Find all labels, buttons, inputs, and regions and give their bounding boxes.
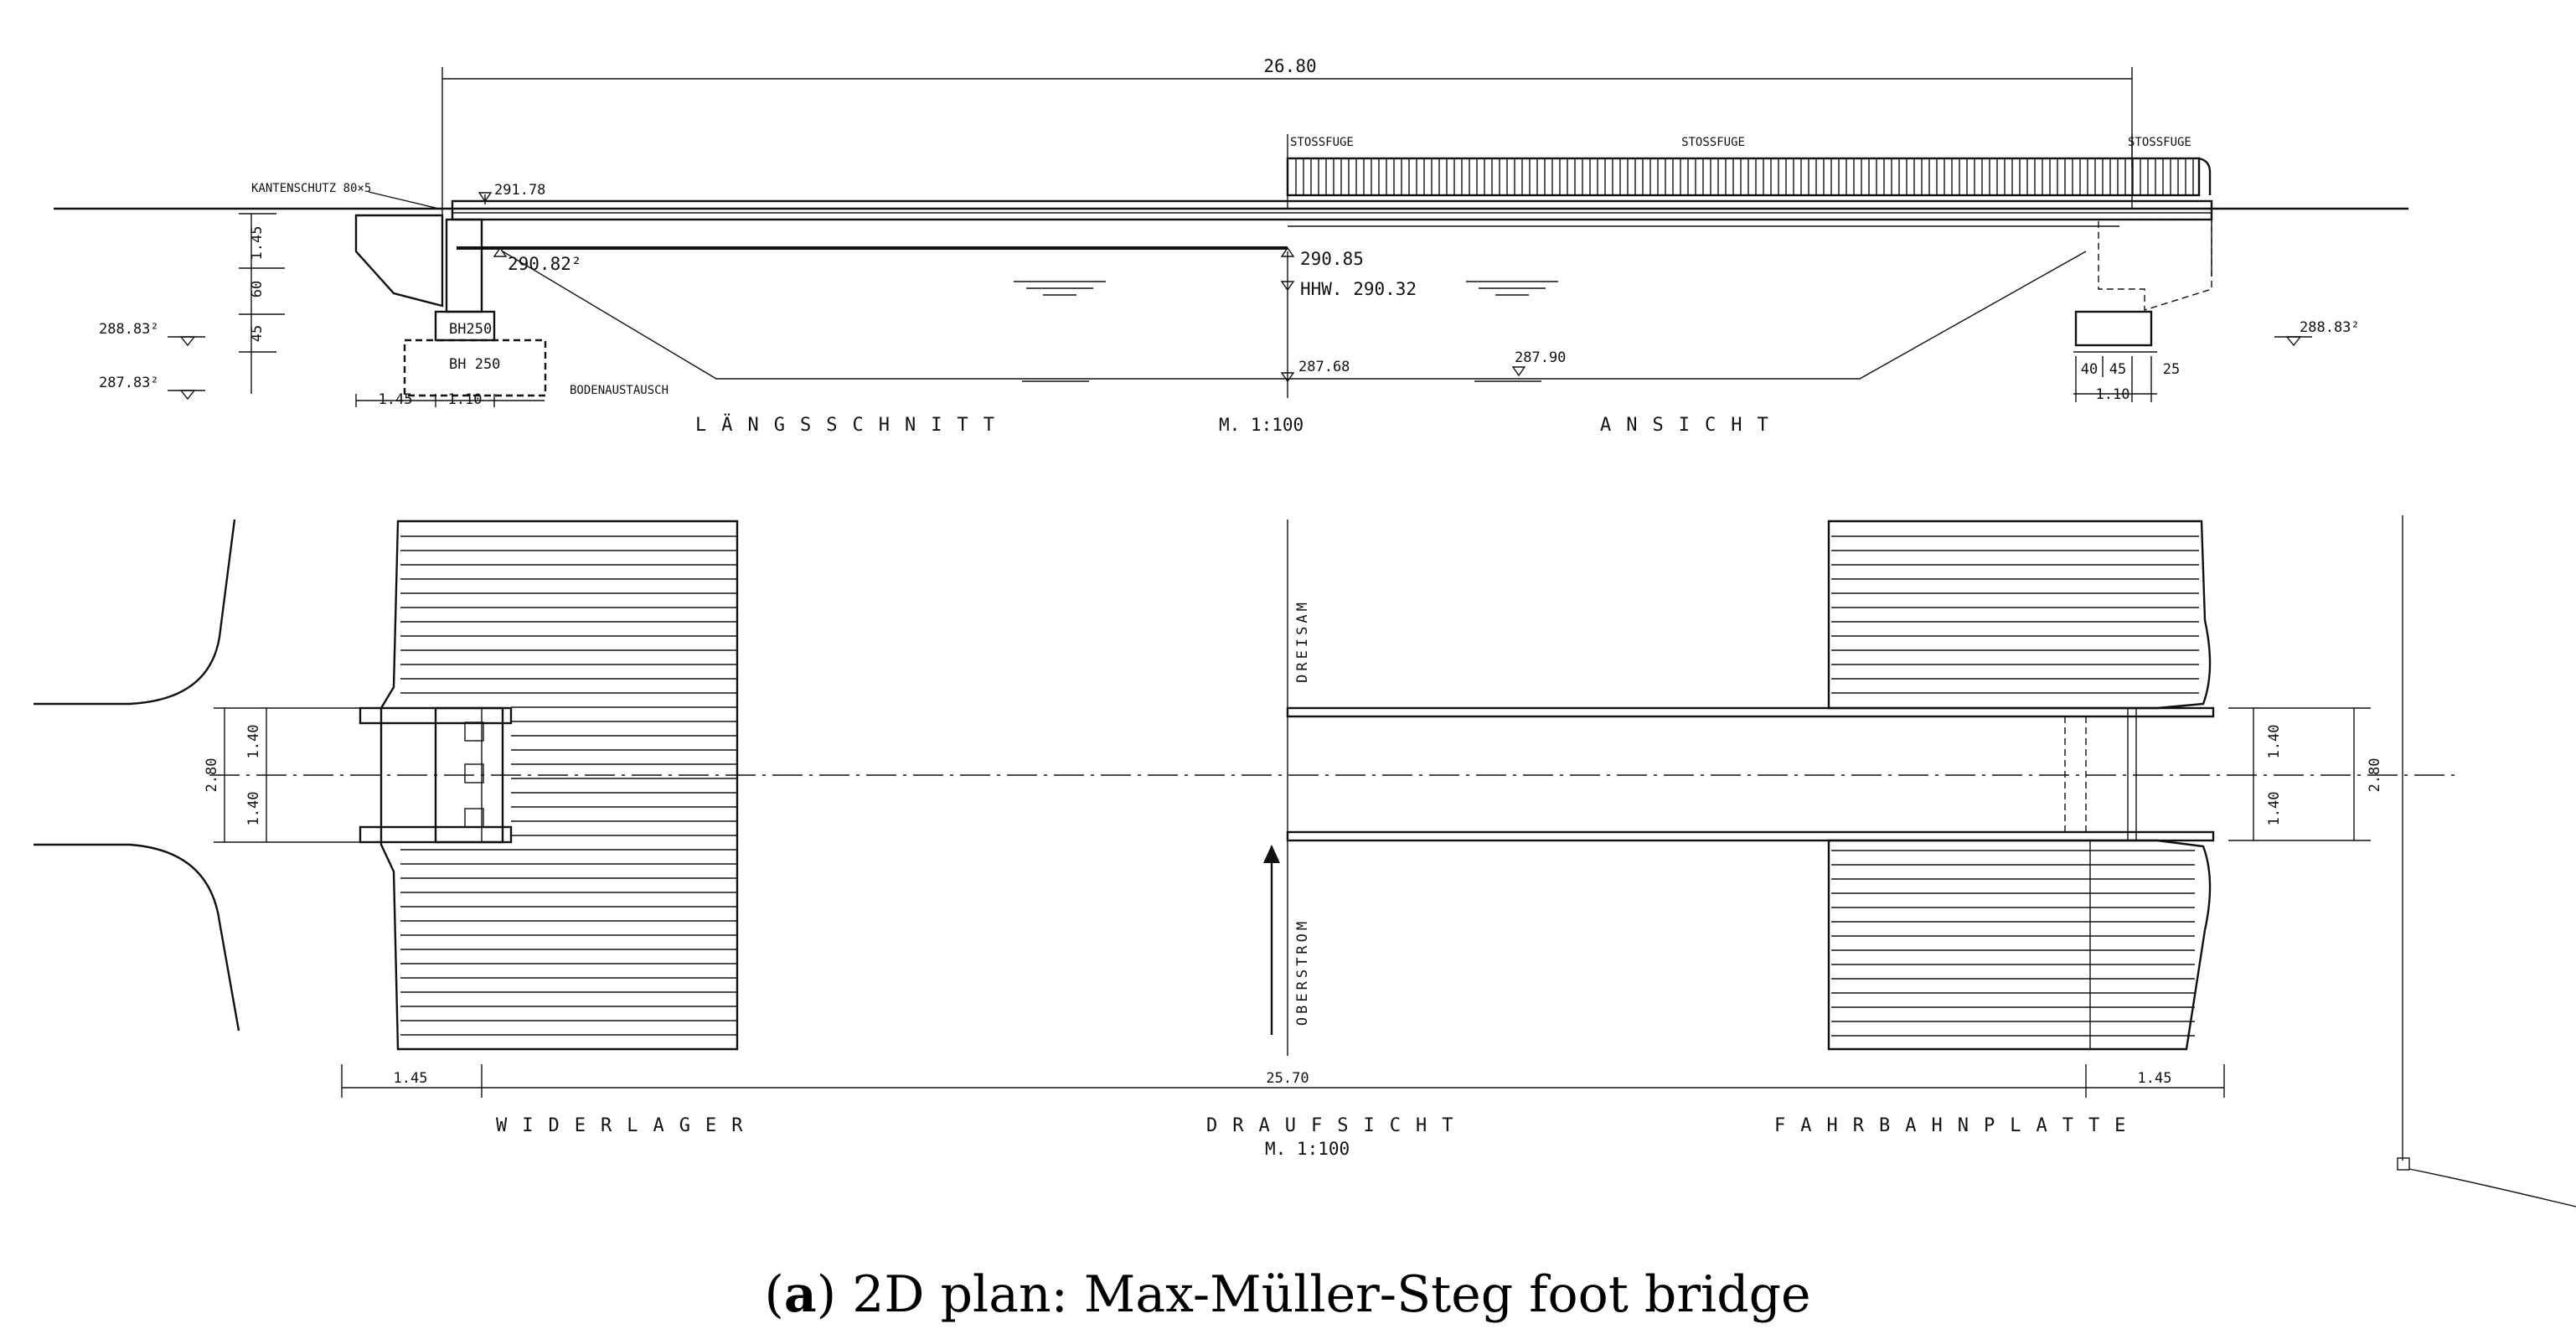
stossfuge-mid-label: STOSSFUGE (1681, 136, 1745, 149)
railing-posts (1295, 158, 2194, 195)
caption-prefix: ( (764, 1265, 783, 1324)
elev-bearing-label: 290.82² (508, 254, 582, 274)
frame-corner-mark (2397, 1157, 2410, 1171)
riverbed2-label: 287.90 (1515, 349, 1566, 366)
widerlager-title: WIDERLAGER (496, 1115, 757, 1136)
left-half-top-label: 1.40 (245, 725, 262, 759)
right-width-total-label: 2.80 (2367, 758, 2383, 793)
hhw-triangle (1280, 281, 1295, 292)
plan-abut-right-label: 1.45 (2138, 1070, 2172, 1087)
river-channel (502, 251, 2087, 380)
plan-abut-left-label: 1.45 (394, 1070, 428, 1087)
dim-40-label: 40 (2081, 361, 2098, 378)
bearing-height-label: 1.45 (249, 226, 266, 261)
caption-letter: a (784, 1265, 817, 1324)
underside-triangle (1280, 246, 1295, 257)
water-symbol-left (1014, 281, 1106, 296)
right-abutment-hidden (2098, 219, 2212, 311)
bearing-plate-2 (464, 763, 484, 783)
abut-left-b-label: 1.10 (448, 391, 483, 408)
deck-slab (451, 199, 2213, 221)
bearing-plate-1 (464, 721, 484, 742)
left-outer-elev-1-tri (179, 336, 196, 347)
riverbed2-triangle (1511, 366, 1526, 377)
left-outer-elev-1-label: 288.83² (99, 321, 159, 338)
scale-bottom-label: M. 1:100 (1265, 1139, 1350, 1159)
road-curve-bottom (34, 843, 240, 1032)
dim-45-label: 45 (249, 325, 266, 342)
oberstrom-label: OBERSTROM (1294, 918, 1311, 1026)
plan-span-label: 25.70 (1266, 1070, 1309, 1087)
span-total-label: 26.80 (1263, 56, 1316, 76)
right-outer-elev-tri (2285, 336, 2302, 347)
dim-25-label: 25 (2163, 361, 2180, 378)
bearing-plate-3 (464, 808, 484, 828)
kantenschutz-label: KANTENSCHUTZ 80×5 (251, 182, 371, 195)
left-footing-lower (403, 339, 547, 397)
left-half-bottom-label: 1.40 (245, 792, 262, 826)
left-embankment-hatch (400, 535, 737, 1036)
left-outer-elev-2-label: 287.83² (99, 375, 159, 391)
dim-60-label: 60 (249, 281, 266, 297)
elev-top-triangle (478, 192, 493, 203)
water-symbol-right (1466, 281, 1558, 296)
elevation-view: 26.80 STOSSFUGE STOSSFUGE STOSSFUGE BH25… (54, 56, 2408, 436)
deck-plan-top-edge (1286, 706, 2215, 718)
dim-140r-label: 1.10 (2096, 386, 2130, 403)
right-embankment-hatch (1831, 535, 2199, 1037)
riverbed-label: 287.68 (1298, 359, 1350, 375)
right-embankment-top (1827, 520, 2212, 710)
hhw-label: HHW. 290.32 (1300, 279, 1417, 299)
abut-left-a-label: 1.45 (379, 391, 413, 408)
kantenschutz-leader (368, 191, 443, 210)
flow-arrow-icon (1263, 845, 1280, 863)
left-embankment (379, 520, 739, 1051)
stossfuge-right-label: STOSSFUGE (2128, 136, 2191, 149)
draufsicht-title: DRAUFSICHT (1206, 1115, 1468, 1136)
right-half-top-label: 1.40 (2266, 725, 2283, 759)
right-footing (2074, 310, 2153, 347)
deck-plan-bottom-edge (1286, 830, 2215, 842)
laengsschnitt-title: LÄNGSSCHNITT (695, 414, 1009, 436)
elev-top-label: 291.78 (494, 182, 545, 199)
underside-elev-label: 290.85 (1300, 249, 1364, 269)
figure-caption: (a) 2D plan: Max-Müller-Steg foot bridge (764, 1265, 1810, 1324)
stossfuge-left-label: STOSSFUGE (1290, 136, 1354, 149)
riverbed-triangle (1280, 372, 1295, 383)
caption-text: ) 2D plan: Max-Müller-Steg foot bridge (817, 1265, 1811, 1324)
bh250-top-label: BH250 (449, 321, 492, 338)
plan-view: 2.80 1.40 1.40 DREISAM OBERSTROM 1.40 1.… (34, 515, 2576, 1207)
right-half-bottom-label: 1.40 (2266, 792, 2283, 826)
bh250-bottom-label: BH 250 (449, 356, 500, 373)
dreisam-label: DREISAM (1294, 599, 1311, 683)
right-outer-elev-label: 288.83² (2300, 319, 2360, 336)
railing-end (2198, 157, 2212, 195)
fahrbahnplatte-title: FAHRBAHNPLATTE (1774, 1115, 2140, 1136)
left-outer-elev-2-tri (179, 390, 196, 401)
dim-45r-label: 45 (2109, 361, 2126, 378)
right-embankment-bottom (1827, 839, 2212, 1051)
road-curve-top (34, 519, 236, 706)
ansicht-title: ANSICHT (1600, 415, 1784, 436)
left-wingwall (354, 214, 444, 308)
bodenaustausch-label: BODENAUSTAUSCH (570, 384, 669, 397)
scale-top-label: M. 1:100 (1219, 415, 1303, 435)
left-abutment-wall (445, 218, 483, 313)
frame-bottom-curve (2408, 1168, 2576, 1207)
